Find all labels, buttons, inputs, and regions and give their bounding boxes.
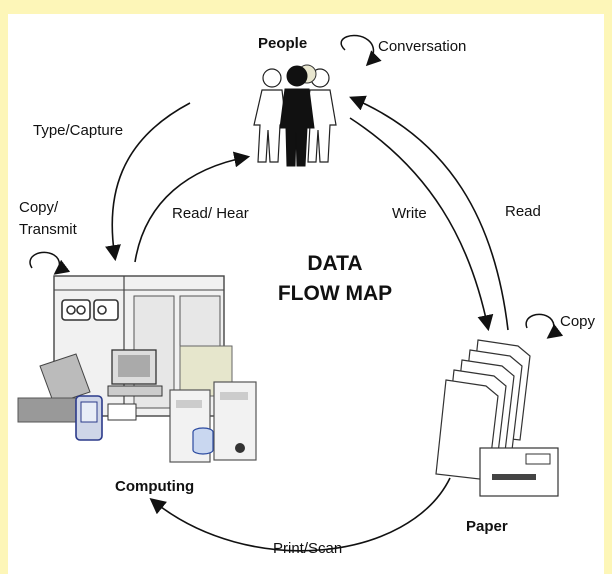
arrow-read-hear — [134, 151, 251, 263]
self-loop-copy-icon — [525, 313, 564, 339]
paper-stack-icon — [435, 339, 559, 497]
title-line-1: DATA — [307, 252, 363, 275]
edge-label-write: Write — [392, 205, 427, 222]
self-loop-conversation-icon — [340, 34, 382, 67]
arrow-print-scan — [149, 477, 451, 552]
diagram-title: DATA FLOW MAP — [270, 249, 400, 309]
edge-label-type-capture: Type/Capture — [33, 122, 124, 139]
node-label-people: People — [258, 35, 308, 52]
edge-label-conversation: Conversation — [378, 38, 467, 55]
arrow-type-capture — [105, 102, 191, 262]
edge-label-read-hear: Read/ Hear — [172, 205, 249, 222]
arrow-write — [349, 117, 494, 332]
self-loop-copy-transmit-icon — [29, 251, 71, 275]
arrow-read — [349, 95, 509, 331]
edge-label-copy-transmit-line2: Transmit — [19, 221, 77, 238]
edge-label-copy: Copy — [560, 313, 596, 330]
edge-label-copy-transmit-line1: Copy/ — [19, 199, 59, 216]
title-line-2: FLOW MAP — [277, 282, 393, 305]
node-label-computing: Computing — [115, 478, 195, 495]
edge-label-read: Read — [505, 203, 541, 220]
arrow-print-scan-return — [175, 480, 455, 544]
people-icon — [253, 64, 337, 167]
computers-icon — [17, 275, 257, 463]
node-label-paper: Paper — [466, 518, 508, 535]
edge-label-print-scan: Print/Scan — [273, 540, 343, 557]
